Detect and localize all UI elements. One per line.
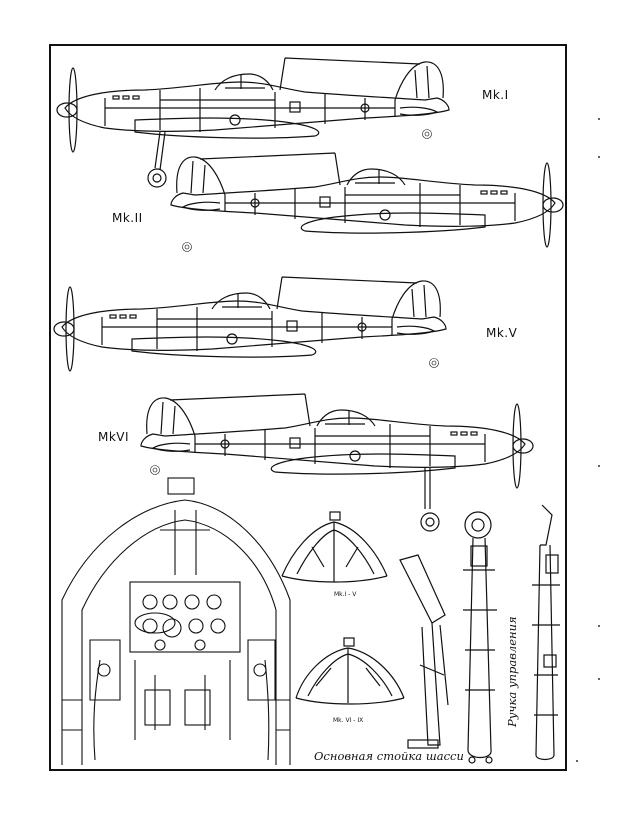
label-mk2: Mk.II xyxy=(112,211,143,225)
label-mk6: MkVI xyxy=(98,430,130,444)
scan-speck xyxy=(598,118,600,120)
label-canopy-mk6-9: Mk. VI - IX xyxy=(333,717,364,724)
canopy-mk1-5 xyxy=(281,511,388,583)
cockpit-view xyxy=(61,477,291,765)
control-column-front xyxy=(463,511,497,764)
scan-speck xyxy=(598,625,600,627)
aircraft-mk2 xyxy=(170,152,564,252)
label-canopy-mk1-5: Mk.I - V xyxy=(334,591,357,598)
scan-speck xyxy=(598,678,600,680)
aircraft-mk1 xyxy=(56,57,450,188)
scan-speck xyxy=(598,156,600,158)
scan-speck xyxy=(576,760,578,762)
aircraft-mk5 xyxy=(53,276,447,372)
canopy-mk6-9 xyxy=(295,637,405,705)
aircraft-mk6 xyxy=(140,393,534,532)
label-control-stick: Ручка управления xyxy=(505,616,519,727)
control-column-side xyxy=(532,504,560,761)
label-mk1: Mk.I xyxy=(482,88,509,102)
label-mk5: Mk.V xyxy=(486,326,518,340)
label-main-gear: Основная стойка шасси xyxy=(314,749,464,763)
scan-speck xyxy=(598,465,600,467)
main-gear-leg xyxy=(399,554,449,749)
